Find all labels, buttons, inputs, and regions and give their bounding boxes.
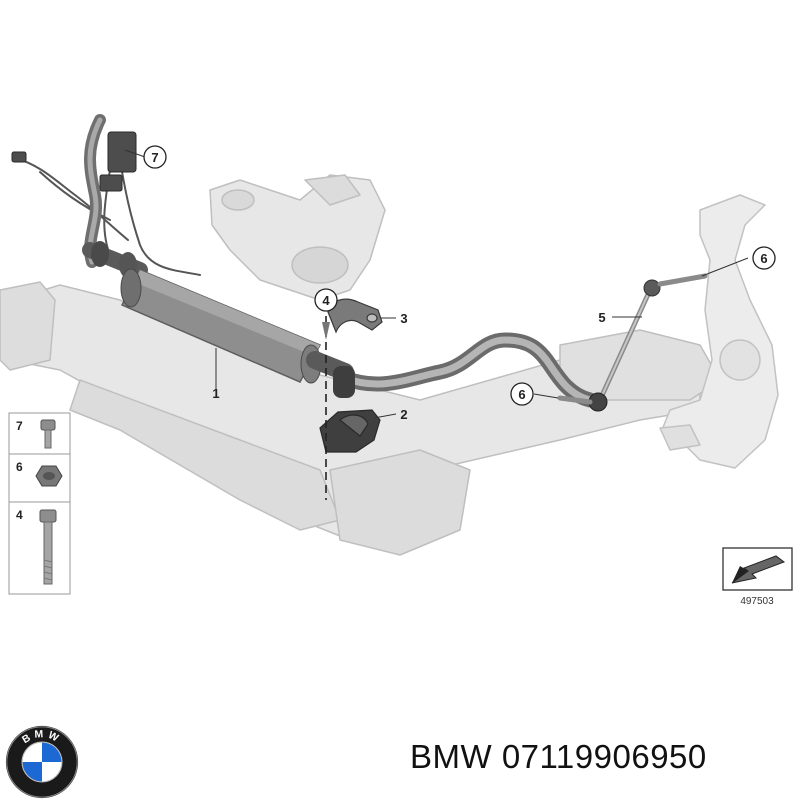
callout-7-label: 7 [151,150,158,165]
reference-number: 497503 [740,596,774,607]
direction-indicator [722,547,793,591]
callout-4: 4 [314,288,338,312]
coupling-link [557,273,708,412]
steering-knuckle [659,194,779,469]
callout-6-lower: 6 [510,382,534,406]
key-4-label: 4 [16,508,23,522]
nut-icon [35,465,63,487]
callout-6-upper-label: 6 [760,251,767,266]
key-6-label: 6 [16,460,23,474]
callout-3-label: 3 [400,311,407,326]
callout-1-label: 1 [212,386,219,401]
fastener-key-table: 7 6 4 [8,412,71,595]
callout-6-lower-label: 6 [518,387,525,402]
arrow-icon [732,566,748,583]
bolt-marker [322,322,330,340]
callout-leaders [124,149,749,419]
harness-connectors [11,131,137,192]
long-bolt-icon [39,509,57,585]
stabilizer-bushing [333,366,355,398]
bolt-icon [40,419,56,449]
callout-6-upper: 6 [752,246,776,270]
clamp-bracket-lower [319,409,381,453]
bmw-logo-icon: BMW [5,725,79,799]
rear-mount-tower [209,174,386,301]
callout-4-label: 4 [322,293,330,308]
callout-7: 7 [143,145,167,169]
part-number-caption: BMW 07119906950 [410,738,707,775]
key-7-label: 7 [16,419,23,433]
callout-5-label: 5 [598,310,605,325]
callout-2-label: 2 [400,407,407,422]
